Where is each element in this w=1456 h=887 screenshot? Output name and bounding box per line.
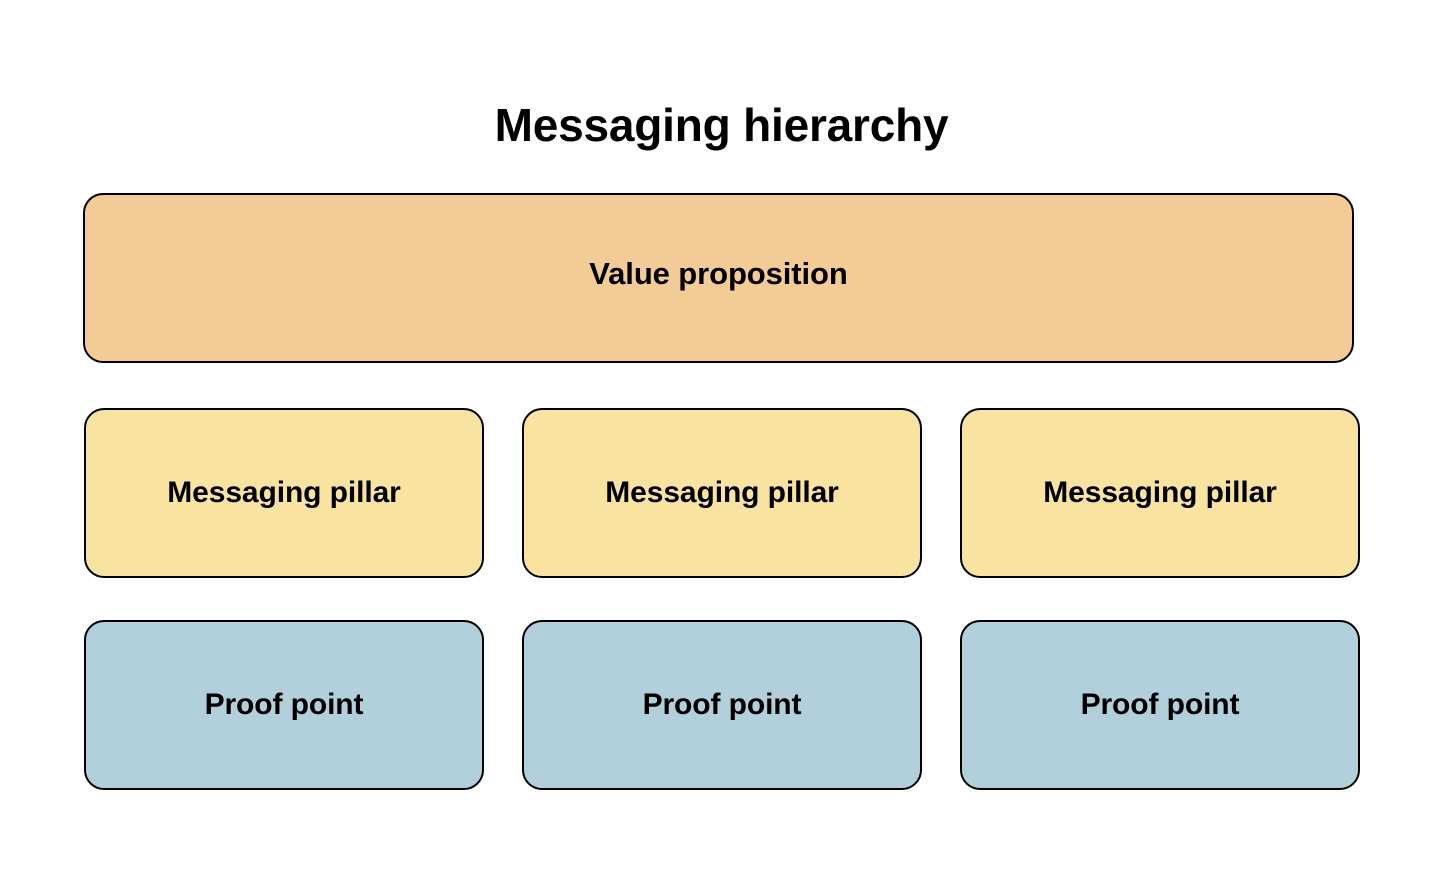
proof-point-box-3[interactable]: Proof point [960,620,1360,790]
messaging-pillar-label-2: Messaging pillar [605,476,839,509]
proof-point-label-2: Proof point [642,688,802,721]
messaging-pillar-box-1[interactable]: Messaging pillar [84,408,484,578]
value-proposition-label: Value proposition [589,256,848,291]
proof-point-label-1: Proof point [204,688,364,721]
messaging-pillar-label-3: Messaging pillar [1043,476,1277,509]
proof-point-box-1[interactable]: Proof point [84,620,484,790]
proof-point-label-3: Proof point [1080,688,1240,721]
messaging-pillar-label-1: Messaging pillar [167,476,401,509]
diagram-title: Messaging hierarchy [494,99,949,151]
messaging-pillar-box-3[interactable]: Messaging pillar [960,408,1360,578]
proof-point-box-2[interactable]: Proof point [522,620,922,790]
value-proposition-box[interactable]: Value proposition [83,193,1354,363]
messaging-pillar-box-2[interactable]: Messaging pillar [522,408,922,578]
